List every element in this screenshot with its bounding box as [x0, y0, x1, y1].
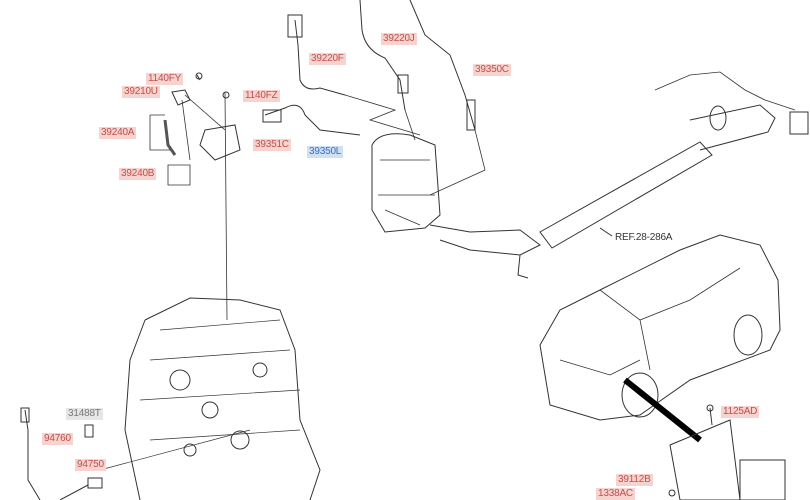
part-label-39240B[interactable]: 39240B: [119, 168, 157, 180]
sensor-wire-39350L: [264, 104, 361, 136]
vehicle: [539, 234, 781, 421]
sensor-wire-94760: [24, 409, 41, 500]
part-label-1140FZ[interactable]: 1140FZ: [243, 90, 280, 102]
part-label-39220F[interactable]: 39220F: [309, 53, 346, 65]
sensor-body: [466, 99, 476, 131]
part-label-39350L-selected[interactable]: 39350L: [307, 146, 344, 158]
part-label-39350C[interactable]: 39350C: [473, 64, 511, 76]
sensor-wire-39350C: [409, 0, 476, 131]
exhaust-pipe: [539, 141, 713, 249]
ecu-bracket: [669, 419, 741, 500]
sensor-body: [262, 109, 282, 123]
part-label-1338AC[interactable]: 1338AC: [596, 488, 635, 500]
part-label-31488T[interactable]: 31488T: [66, 408, 103, 420]
part-label-39220J[interactable]: 39220J: [381, 33, 417, 45]
part-label-1140FY[interactable]: 1140FY: [146, 73, 184, 85]
exhaust-hanger: [689, 104, 776, 151]
sensor-wire-39220F: [294, 19, 346, 96]
ecu-leader-arrow: [623, 377, 702, 443]
part-label-39240A[interactable]: 39240A: [99, 127, 137, 139]
part-label-94760[interactable]: 94760: [42, 433, 73, 445]
catalytic-converter: [371, 133, 441, 233]
part-label-1125AD[interactable]: 1125AD: [721, 406, 760, 418]
sensor-wire-39220J: [359, 0, 406, 111]
part-label-39210U[interactable]: 39210U: [122, 86, 160, 98]
exhaust-flange-pipe: [429, 224, 541, 256]
part-label-94750[interactable]: 94750: [75, 459, 106, 471]
ecu-module: [739, 459, 786, 500]
sensor-bracket: [199, 124, 241, 161]
sensor-body: [397, 74, 409, 94]
part-label-39351C[interactable]: 39351C: [253, 139, 291, 151]
sensor-connector: [287, 14, 303, 38]
reference-label[interactable]: REF.28-286A: [615, 232, 673, 243]
part-label-39112B[interactable]: 39112B: [616, 474, 653, 486]
engine-block: [124, 297, 321, 500]
